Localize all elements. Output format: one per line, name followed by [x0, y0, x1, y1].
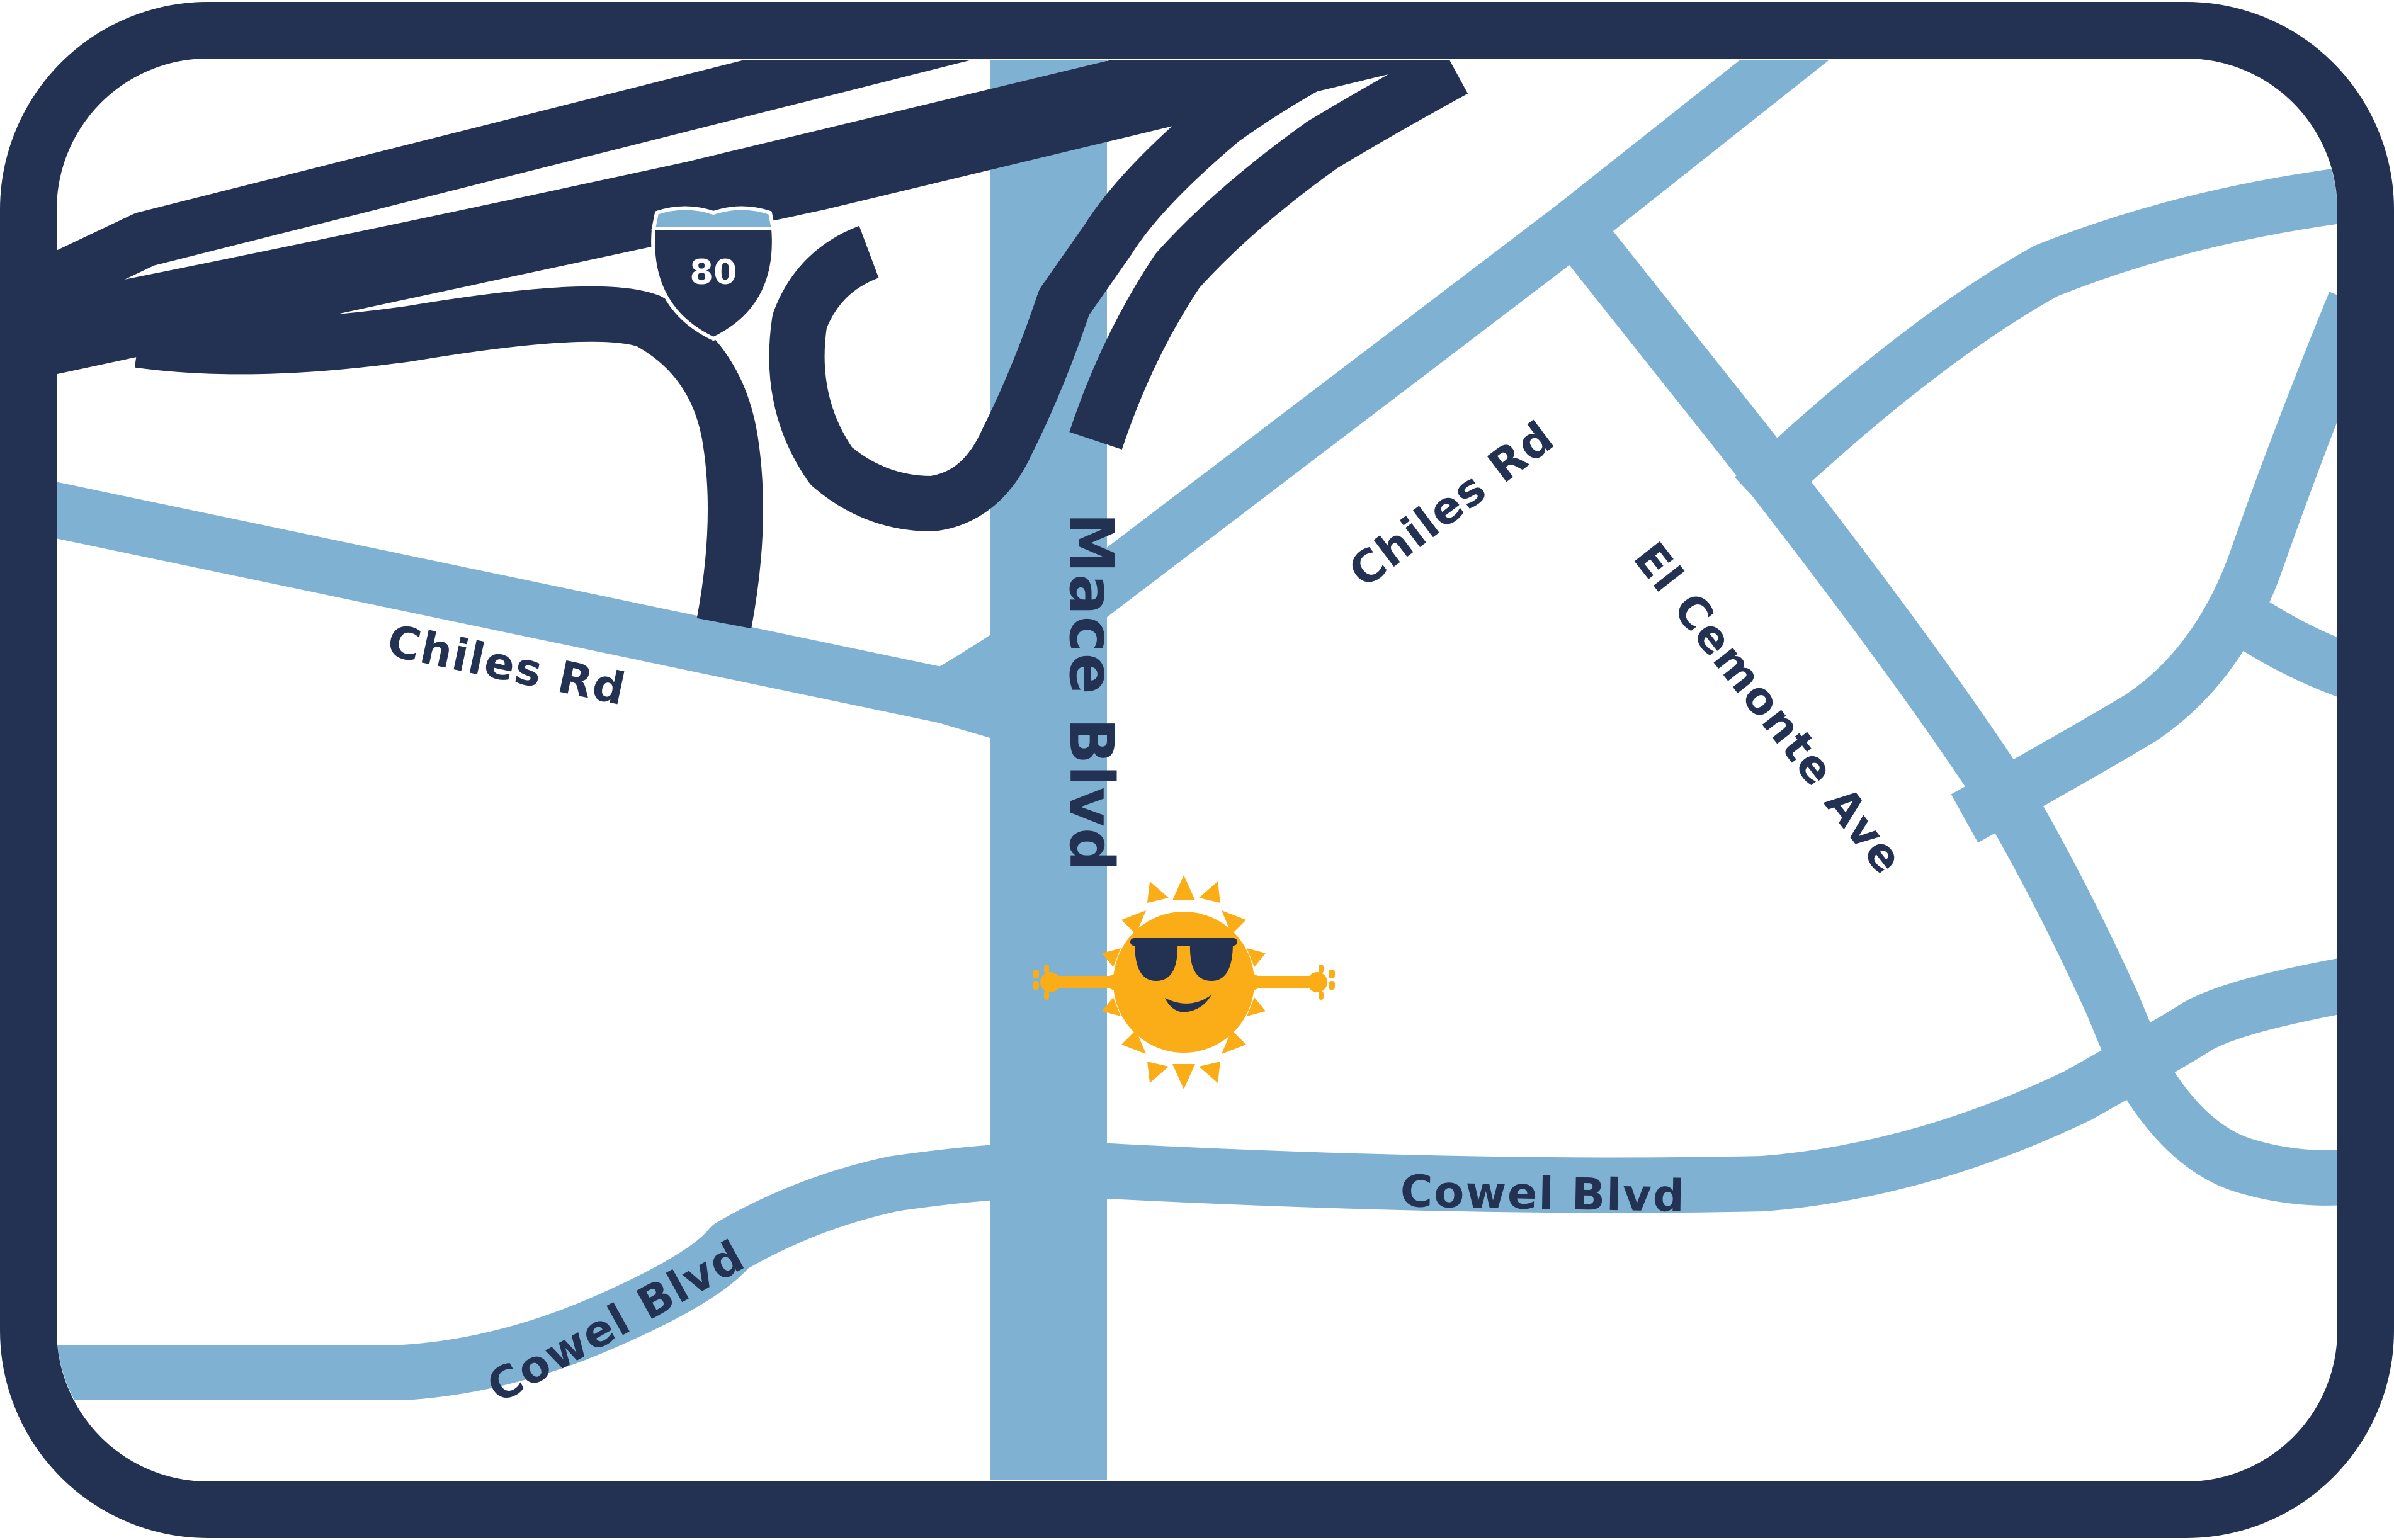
- label-cowel-blvd-east: Cowel Blvd: [1400, 1165, 1686, 1222]
- road-el-cemonte-ave: [1552, 209, 2337, 1206]
- ramp-west-loop: [134, 286, 763, 629]
- interstate-shield-icon: 80: [651, 206, 776, 341]
- ramp-east-onramp: [1069, 60, 1468, 450]
- highway-lane-north: [57, 60, 1203, 321]
- road-east-spur: [2226, 594, 2337, 713]
- road-cowel-blvd: [57, 948, 2337, 1400]
- map-background: [57, 60, 2337, 1480]
- ramp-east-loop: [769, 60, 1415, 531]
- road-northeast-spur: [1734, 161, 2337, 518]
- road-east-connector: [1951, 292, 2337, 843]
- highway-i80: [57, 60, 1468, 629]
- label-mace-blvd: Mace Blvd: [1056, 512, 1126, 872]
- highway-shield-number: 80: [689, 252, 737, 292]
- sun-with-sunglasses-icon: [1033, 875, 1335, 1089]
